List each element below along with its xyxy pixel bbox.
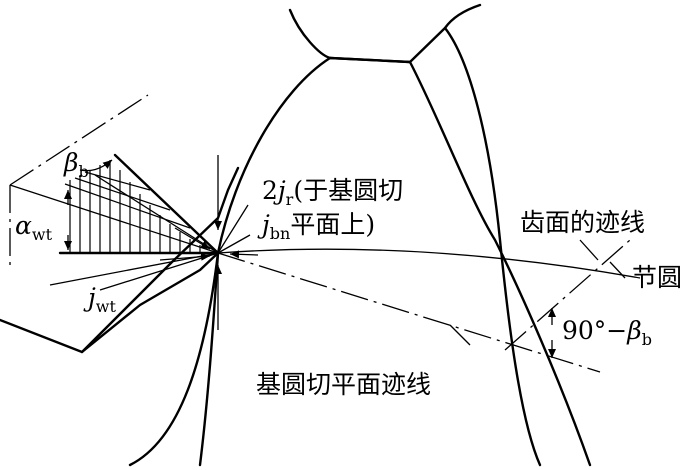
jr-label: 2jr(于基圆切 xyxy=(262,176,404,209)
leaders xyxy=(99,204,626,346)
left-tooth xyxy=(0,153,240,354)
tooth-trace-label: 齿面的迹线 xyxy=(520,208,646,237)
jbn-label: jbn平面上) xyxy=(262,210,376,243)
base-plane-trace-label: 基圆切平面迹线 xyxy=(256,370,432,399)
beta-b-label: βb xyxy=(64,148,89,181)
construction-lines xyxy=(9,94,219,286)
alpha-wt-label: αwt xyxy=(15,211,53,244)
pitch-circle-label: 节圆 xyxy=(632,263,683,292)
beta-arrow xyxy=(79,159,113,172)
jwt-label: jwt xyxy=(88,283,116,316)
tooth-trace-line xyxy=(504,239,631,351)
pitch-circle-arc xyxy=(217,248,641,279)
angle-label: 90°−βb xyxy=(562,316,652,349)
base-plane-trace-line xyxy=(217,252,601,373)
jr-dimension xyxy=(159,155,259,330)
